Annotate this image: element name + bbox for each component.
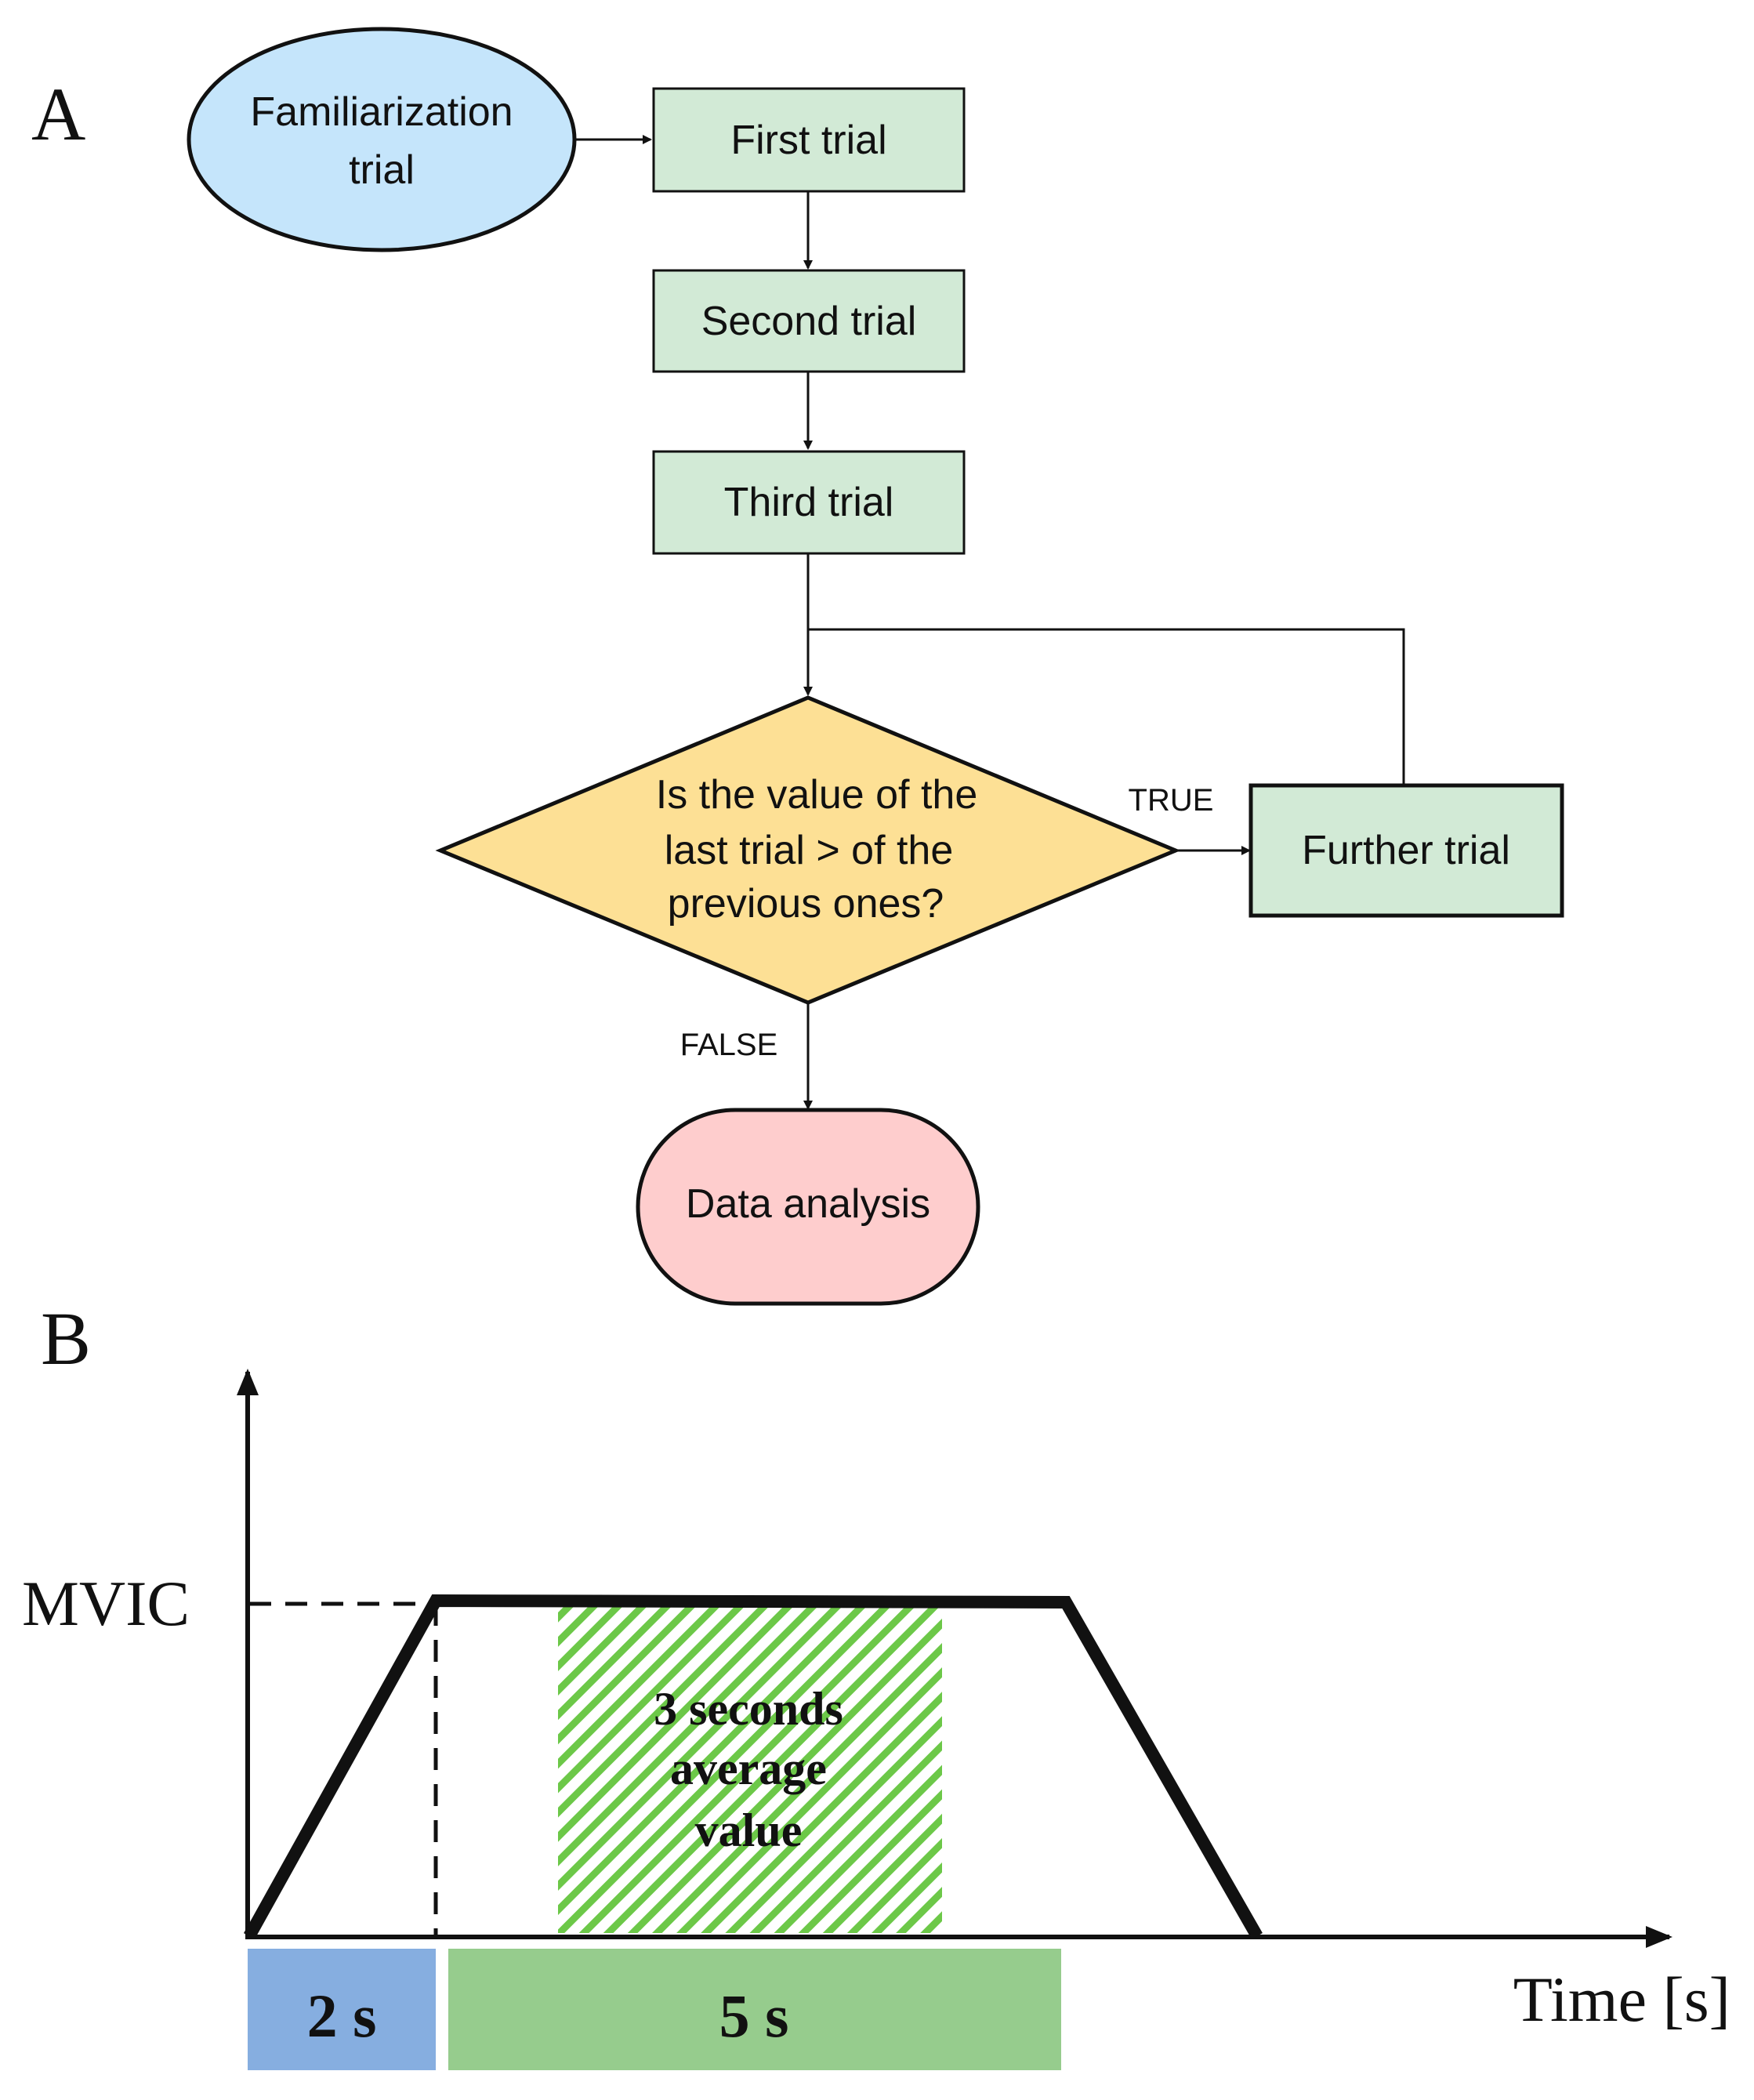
node-first-trial-label: First trial — [730, 118, 886, 163]
node-further-trial: Further trial — [1248, 783, 1564, 918]
node-first-trial: First trial — [652, 87, 966, 193]
edge-label-false: FALSE — [680, 1028, 778, 1062]
node-decision-line1: Is the value of the — [656, 772, 978, 818]
panel-a-label: A — [31, 72, 85, 156]
node-third-trial-label: Third trial — [724, 480, 894, 525]
average-window-line2: average — [670, 1743, 827, 1794]
node-data-analysis-label: Data analysis — [686, 1181, 930, 1227]
node-decision-line2: last trial > of the — [665, 828, 954, 873]
node-familiarization: Familiarization trial — [187, 27, 577, 252]
force-profile-line — [244, 1594, 1263, 1939]
average-window-hatch — [558, 1607, 942, 1933]
edge-label-true: TRUE — [1129, 783, 1214, 818]
average-window-line3: value — [695, 1804, 803, 1856]
node-decision: Is the value of the last trial > of the … — [435, 695, 1181, 1005]
node-second-trial-label: Second trial — [701, 299, 917, 344]
average-window-line1: 3 seconds — [654, 1683, 843, 1735]
time-segment-hold: 5 s — [448, 1949, 1061, 2070]
y-tick-label-mvic: MVIC — [22, 1568, 190, 1639]
node-decision-line3: previous ones? — [668, 881, 944, 927]
x-axis-label: Time [s] — [1513, 1964, 1730, 2035]
node-third-trial: Third trial — [652, 450, 966, 555]
node-further-trial-label: Further trial — [1302, 828, 1510, 873]
axes — [237, 1369, 1672, 1948]
time-segment-hold-label: 5 s — [719, 1982, 789, 2050]
edge-further-loop-back — [808, 628, 1405, 785]
mvic-reference-lines — [249, 1601, 438, 1936]
average-window-text: 3 seconds average value — [654, 1683, 843, 1856]
node-second-trial: Second trial — [652, 269, 966, 373]
panel-b-label: B — [41, 1297, 91, 1380]
node-data-analysis: Data analysis — [636, 1108, 980, 1306]
node-familiarization-line1: Familiarization — [250, 89, 513, 135]
flow-connectors — [575, 135, 1405, 1110]
time-segment-ramp-label: 2 s — [307, 1982, 377, 2050]
time-segment-ramp: 2 s — [248, 1949, 436, 2070]
node-familiarization-line2: trial — [349, 147, 415, 193]
